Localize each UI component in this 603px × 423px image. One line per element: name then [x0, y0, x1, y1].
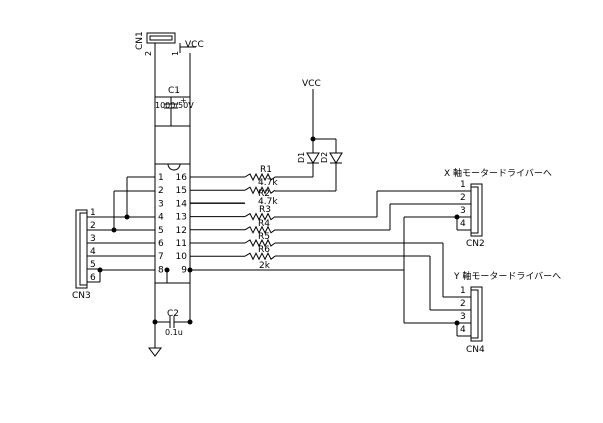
d1-label: D1 [297, 152, 306, 163]
ic-chip [154, 163, 191, 284]
connector-pin-label: 2 [90, 221, 96, 231]
r2-label: R2 [258, 189, 270, 199]
connector-pin-label: 4 [90, 247, 96, 257]
resistor [244, 172, 276, 182]
d2-label: D2 [320, 152, 329, 163]
ic-right-pins: 16 15 14 13 12 11 10 9 [176, 173, 245, 275]
r6-label: R6 [258, 245, 270, 255]
ic-pin-label: 13 [176, 213, 187, 223]
cn2-connector: CN2 [466, 183, 485, 249]
connector-pin-label: 2 [460, 193, 466, 203]
c2-value: 0.1u [165, 328, 183, 337]
ic-pin-label: 11 [176, 239, 187, 249]
c2-label: C2 [167, 309, 179, 319]
vcc-led-label: VCC [302, 79, 321, 89]
c1-capacitor: C1 + 1000/50V [155, 86, 194, 127]
ic-left-pins: 1 2 3 4 5 6 7 8 [158, 173, 164, 275]
ic-pin-label: 12 [176, 226, 187, 236]
cn1-pin2-label: 2 [144, 51, 153, 56]
vcc-top-label: VCC [185, 40, 204, 50]
ic-pin-label: 2 [158, 186, 164, 196]
connector-pin-label: 4 [460, 219, 466, 229]
cn4-pins: 1 2 3 4 [460, 286, 466, 335]
cn3-connector: CN3 [72, 209, 91, 301]
d1-led: D1 [297, 152, 320, 177]
ic-pin-label: 16 [176, 173, 188, 183]
r4-label: R4 [258, 219, 270, 229]
connector-pin-label: 5 [90, 260, 96, 270]
c2-capacitor: C2 0.1u [154, 283, 191, 337]
ic-pin-label: 14 [176, 199, 188, 209]
ic-pin-label: 5 [158, 226, 164, 236]
cn1-label: CN1 [135, 31, 145, 50]
c1-label: C1 [168, 86, 180, 96]
ic-pin-label: 3 [158, 199, 164, 209]
connector-pin-label: 6 [90, 273, 96, 283]
resistor-bank [190, 172, 276, 261]
ic-pin-label: 10 [176, 252, 188, 262]
ic-pin-label: 6 [158, 239, 164, 249]
cn1-connector: CN1 2 1 [135, 31, 196, 56]
ic-pin-label: 4 [158, 213, 164, 223]
connector-pin-label: 3 [460, 206, 466, 216]
cn4-label: CN4 [466, 345, 485, 355]
cn3-pins: 1 2 3 4 5 6 [90, 208, 96, 283]
connector-pin-label: 1 [460, 286, 466, 296]
ic-pin-label: 15 [176, 186, 187, 196]
connector-pin-label: 4 [460, 325, 466, 335]
x-driver-label: X 軸モータードライバーへ [444, 167, 552, 179]
connector-pin-label: 1 [460, 180, 466, 190]
resistor [244, 225, 276, 234]
ic-pin-label: 7 [158, 252, 164, 262]
resistor [244, 212, 276, 221]
r6-value: 2k [259, 261, 271, 271]
cn1-pin1-label: 1 [171, 51, 180, 56]
cn2-label: CN2 [466, 239, 485, 249]
junction-dots [97, 136, 460, 326]
r3-label: R3 [259, 205, 271, 215]
resistor [244, 186, 276, 195]
connector-pin-label: 1 [90, 208, 96, 218]
cn2-pins: 1 2 3 4 [460, 180, 466, 229]
d2-led: D2 [320, 152, 343, 191]
y-driver-label: Y 軸モータードライバーへ [453, 270, 561, 282]
resistor [244, 252, 276, 261]
r5-label: R5 [258, 232, 270, 242]
connector-pin-label: 3 [90, 234, 96, 244]
cn3-label: CN3 [72, 291, 91, 301]
connector-pin-label: 3 [460, 312, 466, 322]
ic-pin-label: 9 [181, 265, 187, 275]
ic-pin-label: 8 [158, 265, 164, 275]
connector-pin-label: 2 [460, 299, 466, 309]
resistor [244, 238, 276, 248]
c1-plus-label: + [180, 96, 187, 105]
cn4-connector: CN4 [466, 286, 485, 355]
ic-pin-label: 1 [158, 173, 164, 183]
r1-label: R1 [260, 165, 272, 175]
c1-value: 1000/50V [155, 101, 194, 110]
r2-value: 4.7k [258, 197, 278, 207]
r1-value: 4.7k [258, 178, 278, 188]
ground-symbol [148, 322, 162, 357]
